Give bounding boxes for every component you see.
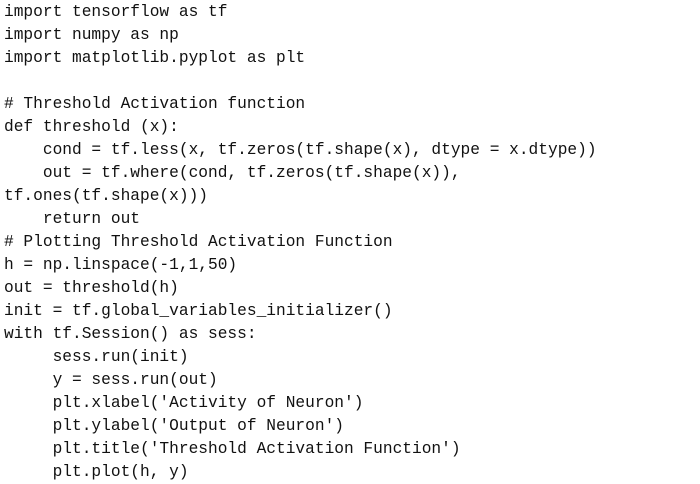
code-line-out-where: out = tf.where(cond, tf.zeros(tf.shape(x… [4,164,461,182]
code-line-xlabel: plt.xlabel('Activity of Neuron') [4,394,364,412]
code-line-linspace: h = np.linspace(-1,1,50) [4,256,238,274]
code-line-def-threshold: def threshold (x): [4,118,179,136]
code-line-cond: cond = tf.less(x, tf.zeros(tf.shape(x), … [4,141,597,159]
code-line-plot: plt.plot(h, y) [4,463,189,481]
code-line-ylabel: plt.ylabel('Output of Neuron') [4,417,344,435]
code-line-import-tensorflow: import tensorflow as tf [4,3,228,21]
code-comment-threshold-function: # Threshold Activation function [4,95,306,113]
code-line-sess-run-init: sess.run(init) [4,348,189,366]
code-line-import-numpy: import numpy as np [4,26,179,44]
code-line-y-sess-run: y = sess.run(out) [4,371,218,389]
code-comment-plotting: # Plotting Threshold Activation Function [4,233,393,251]
code-line-blank [4,70,700,93]
code-listing: import tensorflow as tf import numpy as … [4,1,700,481]
code-line-title: plt.title('Threshold Activation Function… [4,440,461,458]
code-line-with-session: with tf.Session() as sess: [4,325,257,343]
code-line-return: return out [4,210,140,228]
code-line-init: init = tf.global_variables_initializer() [4,302,393,320]
code-line-out-threshold: out = threshold(h) [4,279,179,297]
code-line-tf-ones: tf.ones(tf.shape(x))) [4,187,208,205]
code-line-import-matplotlib: import matplotlib.pyplot as plt [4,49,306,67]
